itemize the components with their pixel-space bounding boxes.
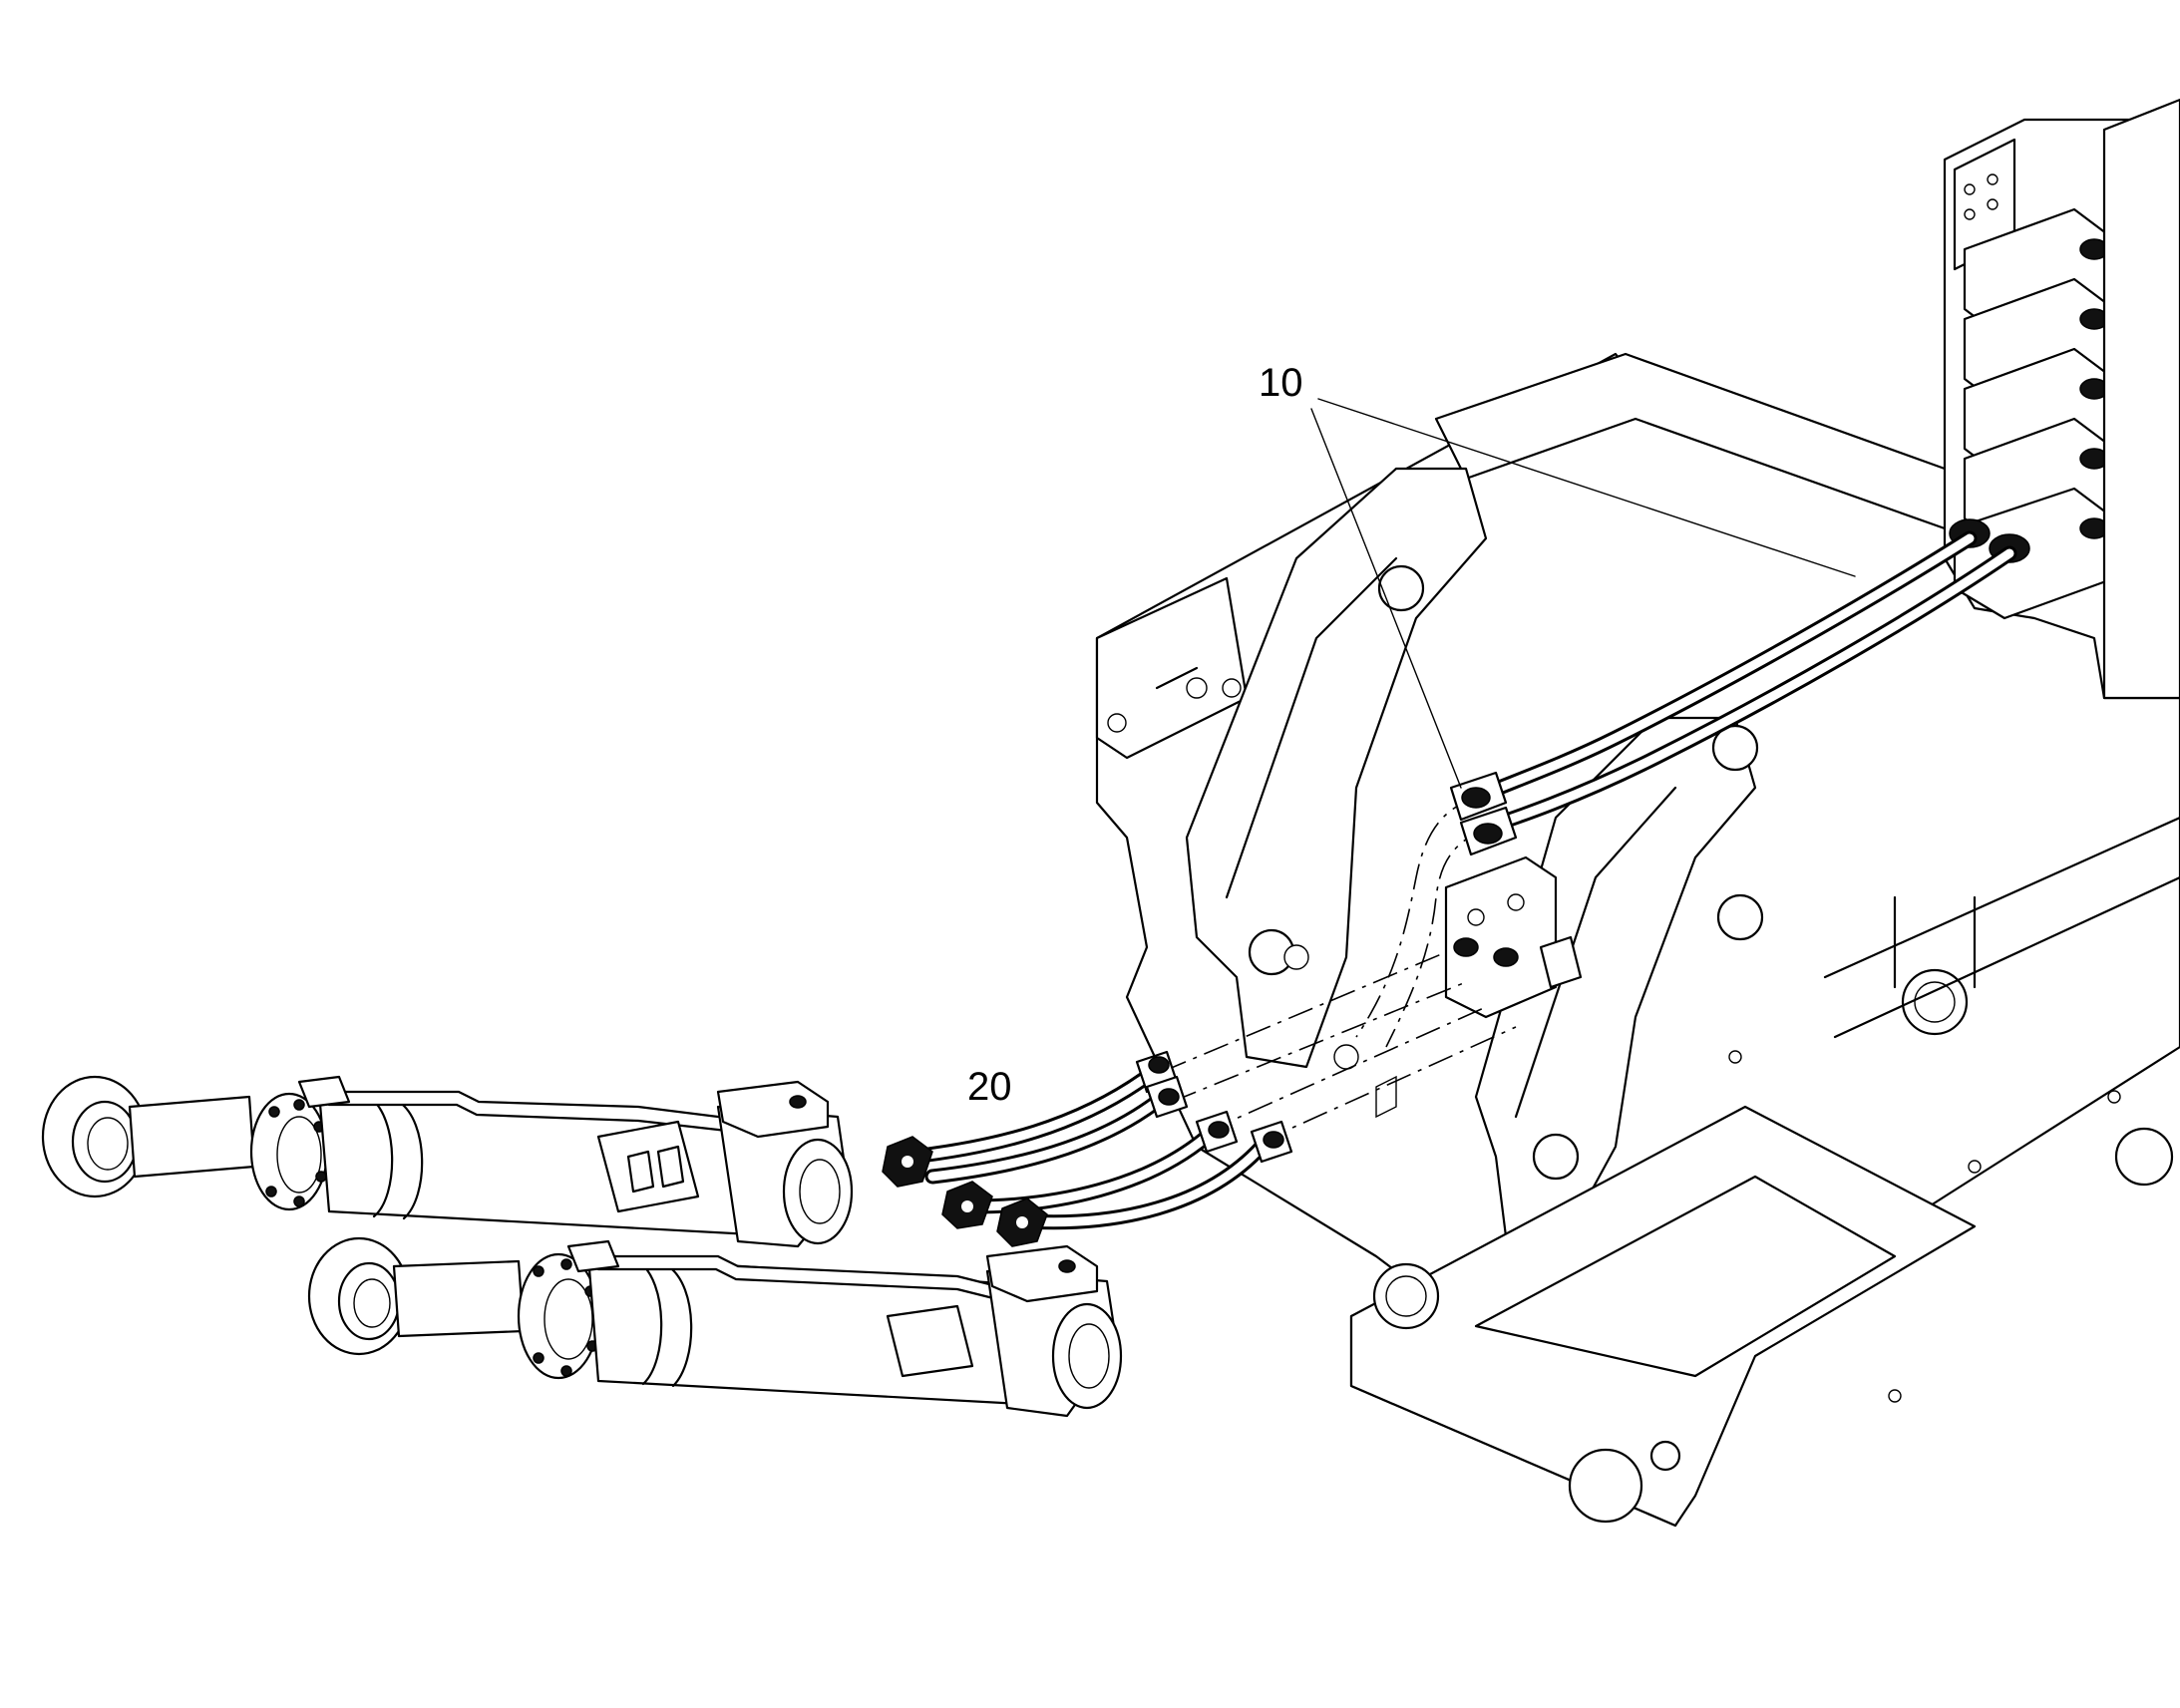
callout-10-label: 10: [1259, 361, 1303, 405]
callout-10-leader-to-valve: [1317, 398, 1856, 577]
callout-20: 20: [967, 1065, 1012, 1109]
hydraulic-cylinder-lower: [307, 1236, 1123, 1418]
callout-10-leader-to-fitting: [1310, 408, 1462, 789]
control-valve-assembly: [1943, 98, 2180, 700]
callout-20-label: 20: [967, 1065, 1012, 1109]
hose-assembly-10: [1355, 530, 2017, 1048]
chassis-frame: [1095, 352, 2180, 1528]
callout-10: 10: [1259, 361, 1856, 789]
hose-assembly-20: [882, 1050, 1293, 1247]
assembly-guide-lines: [1161, 951, 1517, 1143]
manifold-block: [1444, 855, 1583, 1019]
hydraulic-cylinder-upper: [41, 1075, 854, 1248]
hose-flange-fittings: [882, 1050, 1293, 1247]
